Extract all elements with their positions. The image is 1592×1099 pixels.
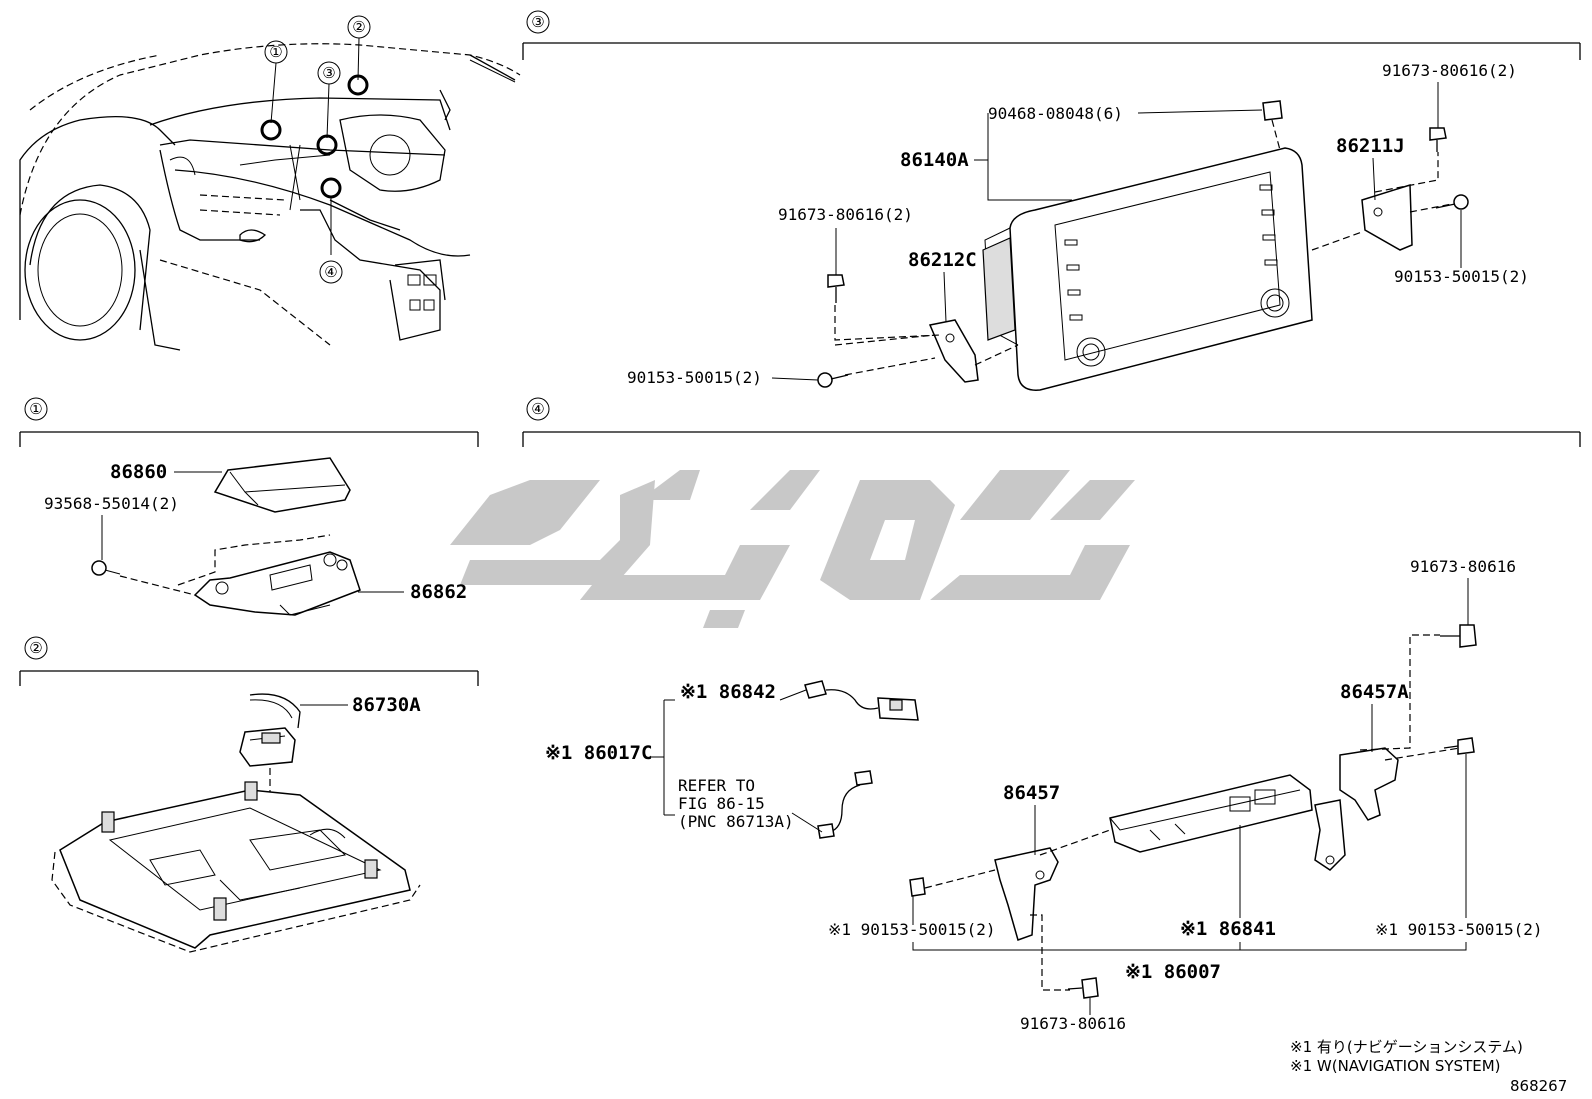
label-90153-50015-right-s4: ※1 90153-50015(2) [1375, 920, 1543, 939]
label-refer-line-1: REFER TO [678, 776, 755, 795]
bracket-86211J [1361, 183, 1413, 251]
footnote-english: ※1 W(NAVIGATION SYSTEM) [1290, 1057, 1501, 1075]
footnote-japanese: ※1 有り(ナビゲーションシステム) [1290, 1038, 1523, 1056]
label-91673-80616-right: 91673-80616 [1410, 557, 1516, 576]
section-marker-1: ① [29, 400, 42, 418]
bracket-86862 [193, 551, 361, 616]
section-1-module-assembly: 86860 93568-55014(2) 86862 [44, 457, 467, 616]
label-86842: ※1 86842 [680, 681, 776, 703]
label-refer-line-3: (PNC 86713A) [678, 812, 794, 831]
label-91673-80616-bottom: 91673-80616 [1020, 1014, 1126, 1033]
label-86017C: ※1 86017C [545, 742, 652, 764]
overview-marker-2: ② [352, 18, 365, 36]
label-86457A: 86457A [1340, 681, 1409, 703]
label-90153-50015-right: 90153-50015(2) [1394, 267, 1529, 286]
overview-marker-1: ① [269, 43, 282, 61]
bracket-86457 [994, 847, 1059, 941]
module-86860 [213, 457, 351, 513]
navigation-ecu-86841 [1109, 774, 1313, 853]
label-93568-55014: 93568-55014(2) [44, 494, 179, 513]
label-86730A: 86730A [352, 694, 421, 716]
overview-marker-3: ③ [322, 64, 335, 82]
vehicle-overview-illustration: ① ② ③ ④ [19, 15, 521, 351]
label-91673-80616-top: 91673-80616(2) [1382, 61, 1517, 80]
section-marker-4: ④ [531, 400, 544, 418]
bracket-86457A [1339, 747, 1399, 821]
label-86862: 86862 [410, 581, 467, 603]
label-91673-80616-left: 91673-80616(2) [778, 205, 913, 224]
label-86007: ※1 86007 [1125, 961, 1221, 983]
bracket-86212C [928, 319, 979, 383]
label-refer-line-2: FIG 86-15 [678, 794, 765, 813]
label-86212C: 86212C [908, 249, 977, 271]
label-90153-50015-left-s4: ※1 90153-50015(2) [828, 920, 996, 939]
section-marker-2: ② [29, 639, 42, 657]
section-3-display-assembly: 90468-08048(6) 86140A 91673-80616(2) 862… [627, 61, 1529, 391]
label-90153-50015-left: 90153-50015(2) [627, 368, 762, 387]
display-unit-86140A [1009, 147, 1313, 391]
footnotes: ※1 有り(ナビゲーションシステム) ※1 W(NAVIGATION SYSTE… [1290, 1038, 1567, 1095]
section-frames [19, 42, 1581, 686]
connector-86730A [239, 727, 296, 767]
label-90468-08048: 90468-08048(6) [988, 104, 1123, 123]
section-markers: ③ ① ② ④ [24, 10, 550, 660]
figure-number: 868267 [1510, 1077, 1567, 1095]
label-86457: 86457 [1003, 782, 1060, 804]
label-86140A: 86140A [900, 149, 969, 171]
section-marker-3: ③ [531, 13, 544, 31]
watermark-logo [450, 470, 1135, 628]
label-86860: 86860 [110, 461, 167, 483]
section-2-roof-console: 86730A [51, 693, 421, 953]
label-86841: ※1 86841 [1180, 918, 1276, 940]
label-86211J: 86211J [1336, 135, 1405, 157]
overview-marker-4: ④ [324, 263, 337, 281]
section-4-navigation-assembly: ※1 86842 ※1 86017C REFER TO FIG 86-15 (P… [545, 557, 1543, 1033]
